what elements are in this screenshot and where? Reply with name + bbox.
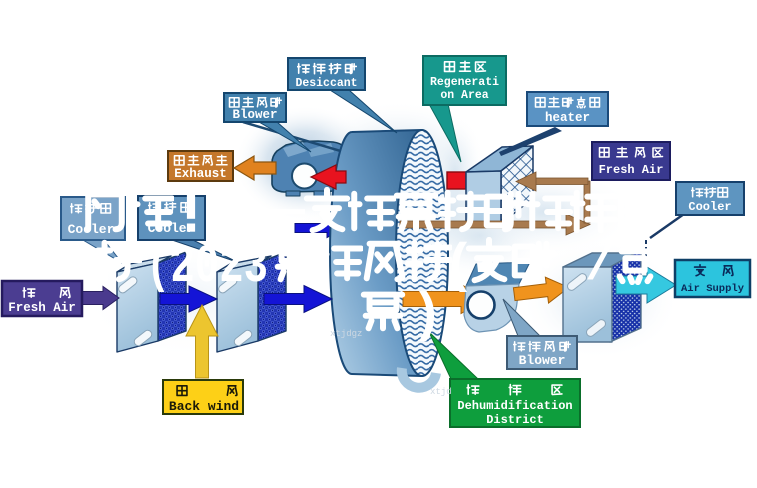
svg-text:xtjd: xtjd	[430, 387, 452, 397]
svg-text:Fresh Air: Fresh Air	[8, 301, 76, 315]
svg-text:Desiccant: Desiccant	[295, 77, 357, 90]
svg-text:Fresh Air: Fresh Air	[599, 163, 664, 177]
svg-text:xtjdgz: xtjdgz	[330, 329, 362, 339]
svg-text:Dehumidification: Dehumidification	[457, 399, 572, 413]
svg-text:Blower: Blower	[232, 108, 277, 122]
svg-text:District: District	[486, 413, 544, 427]
svg-text:(2023: (2023	[146, 237, 268, 298]
svg-text:): )	[411, 286, 443, 347]
svg-text:heater: heater	[545, 111, 590, 125]
svg-text:Back wind: Back wind	[169, 399, 239, 414]
svg-text:on Area: on Area	[440, 89, 488, 102]
svg-text:Cooler: Cooler	[688, 200, 731, 214]
svg-text:Blower: Blower	[519, 353, 566, 368]
svg-text:/: /	[585, 238, 615, 295]
svg-text:Air Supply: Air Supply	[681, 283, 745, 295]
svg-text:Exhaust: Exhaust	[174, 167, 227, 181]
svg-text:Regenerati: Regenerati	[430, 76, 499, 89]
